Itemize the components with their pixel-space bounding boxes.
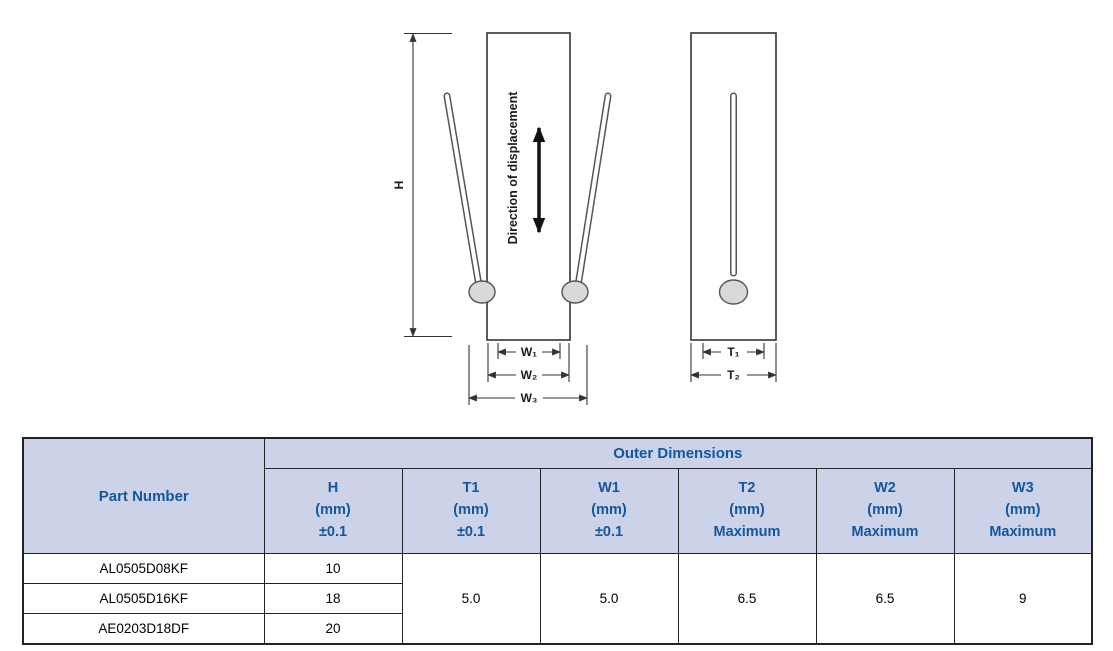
- col-header-w3: W3 (mm) Maximum: [953, 468, 1093, 554]
- spec-table: Part Number Outer Dimensions H (mm) ±0.1…: [22, 437, 1094, 645]
- col-header-t1: T1 (mm) ±0.1: [401, 468, 541, 554]
- part-number-cell: AL0505D08KF: [22, 553, 265, 584]
- column-header-row: H (mm) ±0.1 T1 (mm) ±0.1 W1 (mm) ±0.1 T2…: [23, 468, 1093, 554]
- w2-value-cell: 6.5: [815, 553, 955, 645]
- part-number-header: Part Number: [22, 437, 265, 554]
- w1-value-cell: 5.0: [539, 553, 679, 645]
- right-solder-blob: [561, 280, 589, 304]
- h-value-cell: 10: [263, 553, 403, 584]
- group-header-row: Part Number Outer Dimensions: [22, 437, 1093, 554]
- dimension-diagram: Direction of displacement H W₁ W₂: [392, 32, 777, 405]
- displacement-label: Direction of displacement: [506, 91, 520, 245]
- col-header-h: H (mm) ±0.1: [263, 468, 403, 554]
- col-header-w2: W2 (mm) Maximum: [815, 468, 955, 554]
- t1-dimension-label: T₁: [727, 345, 739, 359]
- t2-dimension: [690, 343, 777, 382]
- w3-dimension-label: W₃: [521, 391, 538, 405]
- w3-dimension: [468, 345, 588, 405]
- w3-value-cell: 9: [953, 553, 1093, 645]
- table-row: AL0505D08KF 10 5.0 5.0 6.5 6.5 9: [22, 553, 1093, 645]
- col-header-t2: T2 (mm) Maximum: [677, 468, 817, 554]
- part-number-cell: AE0203D18DF: [22, 613, 265, 645]
- t2-dimension-label: T₂: [727, 368, 740, 382]
- w1-dimension-label: W₁: [521, 345, 537, 359]
- t2-value-cell: 6.5: [677, 553, 817, 645]
- left-lead: [443, 92, 483, 290]
- w2-dimension-label: W₂: [521, 368, 538, 382]
- t1-value-cell: 5.0: [401, 553, 541, 645]
- w1-dimension: [497, 343, 561, 359]
- part-number-cell: AL0505D16KF: [22, 583, 265, 614]
- h-dimension: [404, 32, 452, 338]
- front-view: Direction of displacement: [443, 32, 612, 341]
- front-body: [486, 32, 571, 341]
- h-value-cell: 18: [263, 583, 403, 614]
- table-row: AE0203D18DF 20: [22, 613, 1092, 645]
- col-header-w1: W1 (mm) ±0.1: [539, 468, 679, 554]
- table-row: AL0505D16KF 18: [22, 583, 1092, 614]
- left-solder-blob: [468, 280, 496, 304]
- h-value-cell: 20: [263, 613, 403, 645]
- w2-dimension: [487, 343, 570, 382]
- side-solder-blob: [718, 279, 749, 305]
- h-dimension-label: H: [392, 181, 406, 190]
- right-lead: [574, 92, 612, 290]
- t1-dimension: [702, 343, 765, 359]
- outer-dimensions-header: Outer Dimensions: [263, 437, 1093, 469]
- side-view: [690, 32, 777, 341]
